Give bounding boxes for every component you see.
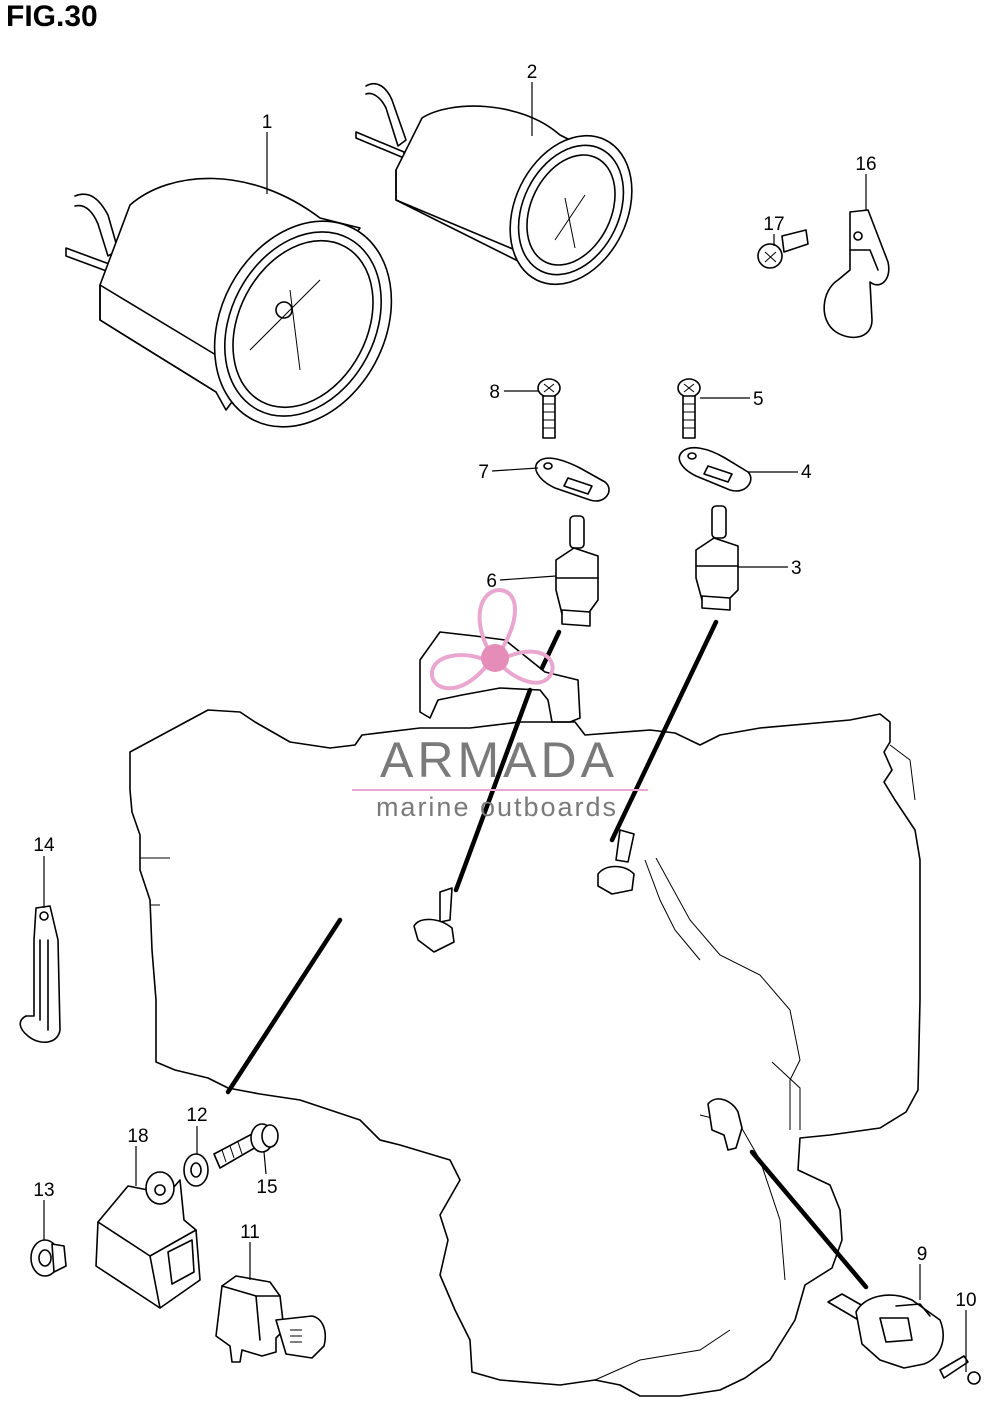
part-13-grommet xyxy=(30,1239,67,1277)
part-11-connector xyxy=(215,1275,327,1363)
part-12-washer xyxy=(183,1153,209,1187)
callout-6: 6 xyxy=(486,571,497,592)
part-4-plate xyxy=(678,446,752,492)
armada-watermark: ARMADA marine outboards xyxy=(352,587,648,822)
callout-15: 15 xyxy=(256,1177,277,1198)
callout-9: 9 xyxy=(917,1244,928,1265)
figure-title: FIG.30 xyxy=(6,0,98,33)
callout-3: 3 xyxy=(791,558,802,579)
engine-sensor-lower xyxy=(707,1098,743,1151)
callout-5: 5 xyxy=(753,389,764,410)
part-14-clamp xyxy=(19,905,61,1043)
part-9-sensor xyxy=(827,1293,944,1369)
part-15-bolt xyxy=(213,1123,279,1169)
callout-1: 1 xyxy=(262,112,273,133)
watermark-brand: ARMADA xyxy=(380,732,618,788)
part-7-plate xyxy=(534,457,610,502)
part-3-sender xyxy=(695,505,739,611)
part-17-bolt xyxy=(757,229,809,269)
part-6-sender xyxy=(555,515,599,627)
engine-sensor-left xyxy=(413,887,455,953)
callout-11: 11 xyxy=(240,1222,260,1243)
propeller-logo-icon xyxy=(429,587,555,691)
callout-10: 10 xyxy=(955,1290,976,1311)
callout-numbers: 1 2 3 4 5 6 7 8 9 10 11 12 13 14 15 16 1… xyxy=(33,62,976,1311)
part-10-screw xyxy=(939,1355,981,1385)
part-5-screw xyxy=(677,378,701,439)
engine-sensor-right xyxy=(597,829,635,895)
callout-leaders xyxy=(43,82,967,1372)
callout-14: 14 xyxy=(33,835,55,856)
part-8-screw xyxy=(537,378,561,439)
part-2-gauge xyxy=(355,82,633,286)
callout-7: 7 xyxy=(478,462,489,483)
part-1-gauge xyxy=(65,177,393,428)
part-16-clamp xyxy=(823,209,890,339)
callout-2: 2 xyxy=(527,62,538,83)
callout-12: 12 xyxy=(186,1105,207,1126)
callout-8: 8 xyxy=(489,382,500,403)
callout-17: 17 xyxy=(763,214,784,235)
watermark-tagline: marine outboards xyxy=(376,792,618,822)
callout-4: 4 xyxy=(801,462,812,483)
callout-16: 16 xyxy=(855,154,876,175)
callout-18: 18 xyxy=(127,1126,148,1147)
part-18-holder xyxy=(95,1171,201,1309)
callout-13: 13 xyxy=(33,1180,54,1201)
propeller-hub xyxy=(481,644,509,672)
